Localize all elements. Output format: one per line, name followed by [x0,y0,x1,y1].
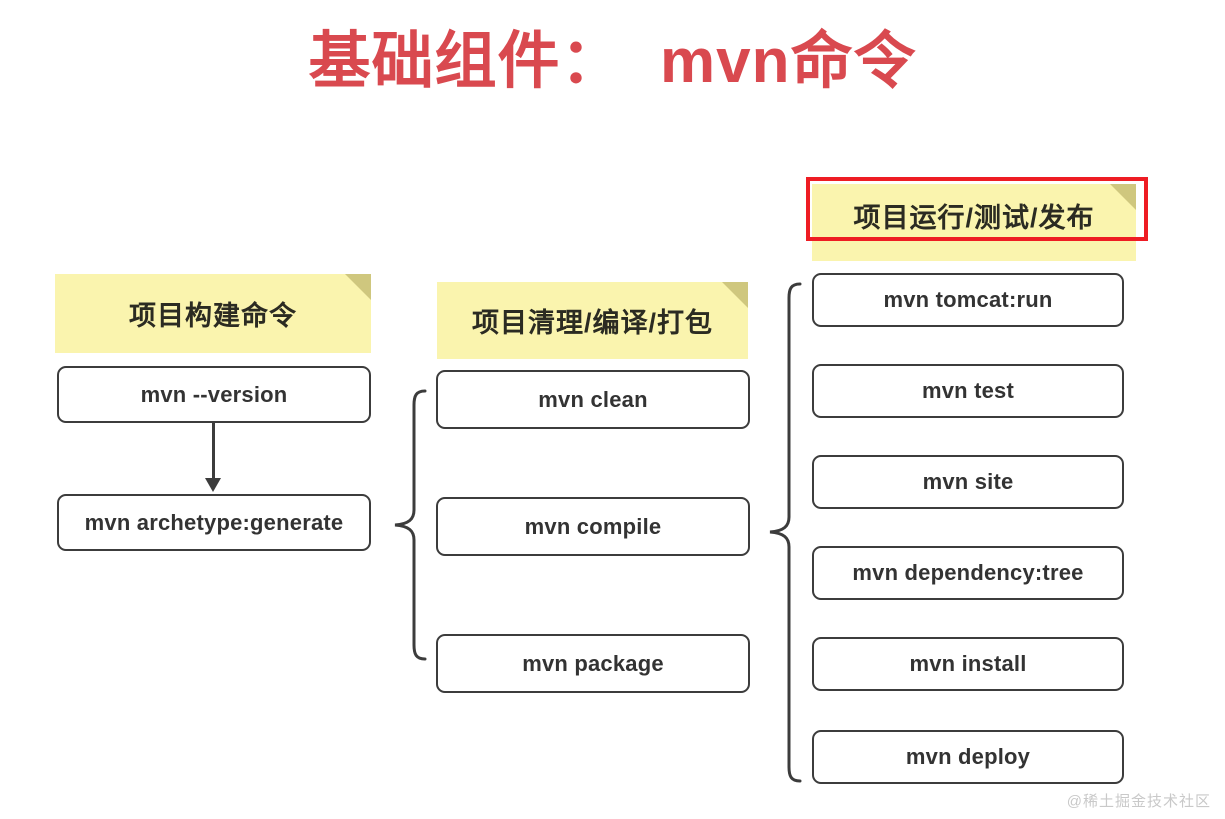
command-label: mvn install [909,651,1027,676]
command-box-mvn-test[interactable]: mvn test [812,364,1124,418]
column-header-label: 项目清理/编译/打包 [471,308,713,338]
command-label: mvn deploy [905,744,1031,769]
command-label: mvn site [922,469,1014,494]
arrow-shaft [212,423,215,481]
folded-corner-icon [345,274,371,300]
red-highlight-rectangle [806,177,1148,241]
column-header-build: 项目构建命令 [55,274,371,353]
folded-corner-icon [722,282,748,308]
command-label: mvn archetype:generate [84,509,344,535]
folded-corner-icon [1110,184,1136,210]
command-box-mvn-clean[interactable]: mvn clean [436,370,750,429]
command-box-mvn-install[interactable]: mvn install [812,637,1124,691]
command-label: mvn --version [140,381,288,407]
column-header-clean-compile-package: 项目清理/编译/打包 [437,282,748,359]
command-box-mvn-compile[interactable]: mvn compile [436,497,750,556]
command-box-mvn-deploy[interactable]: mvn deploy [812,730,1124,784]
watermark: @稀土掘金技术社区 [1066,793,1211,810]
command-box-mvn-version[interactable]: mvn --version [57,366,371,423]
command-label: mvn tomcat:run [883,287,1053,312]
column-header-label: 项目构建命令 [129,301,297,331]
grouping-brace-column-2 [394,389,427,661]
column-header-label: 项目运行/测试/发布 [853,203,1095,233]
command-label: mvn clean [538,386,648,412]
command-label: mvn package [522,650,664,676]
arrow-head-icon [205,478,221,492]
page-title: 基础组件： mvn命令 [308,27,917,96]
command-box-mvn-package[interactable]: mvn package [436,634,750,693]
command-box-mvn-archetype-generate[interactable]: mvn archetype:generate [57,494,371,551]
command-label: mvn compile [524,513,662,539]
column-header-run-test-deploy: 项目运行/测试/发布 [812,184,1136,261]
command-label: mvn test [921,378,1015,403]
command-box-mvn-site[interactable]: mvn site [812,455,1124,509]
command-box-mvn-tomcat-run[interactable]: mvn tomcat:run [812,273,1124,327]
grouping-brace-column-3 [769,282,802,783]
command-label: mvn dependency:tree [852,560,1084,585]
command-box-mvn-dependency-tree[interactable]: mvn dependency:tree [812,546,1124,600]
